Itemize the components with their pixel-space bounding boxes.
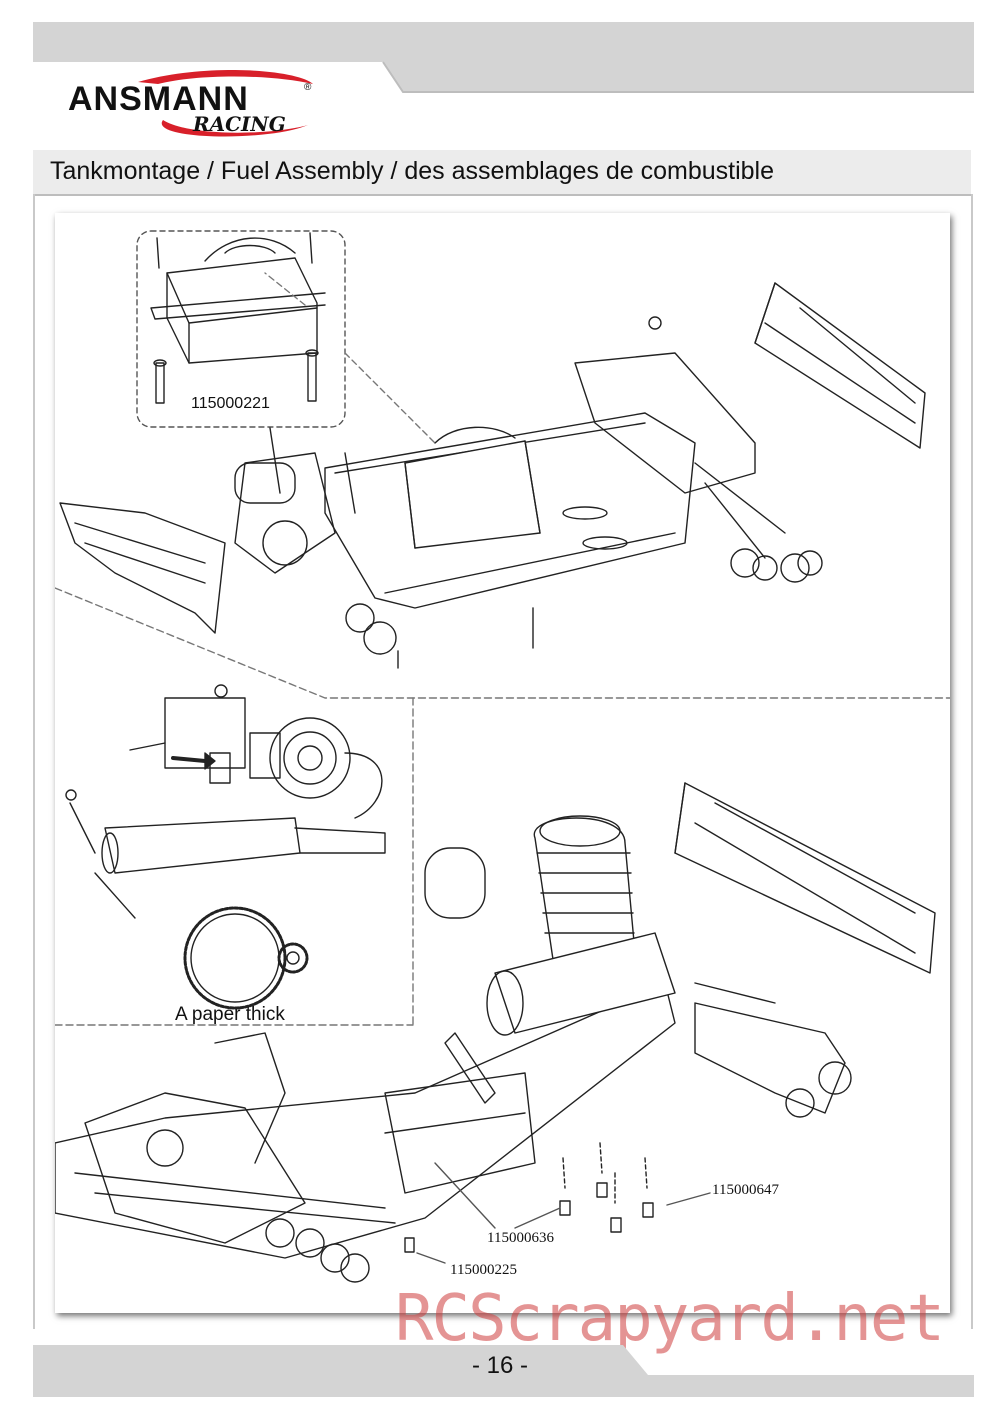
part-number-screw-b: 115000636 — [487, 1230, 554, 1246]
fuel-tank-drawing — [150, 232, 326, 404]
upper-chassis-drawing — [59, 282, 926, 669]
footer-band — [33, 1345, 974, 1397]
header-band — [33, 22, 974, 93]
brand-logo: ANSMANN RACING ® — [68, 70, 318, 150]
brand-name: ANSMANN — [68, 80, 249, 118]
part-number-screw-c: 115000225 — [450, 1262, 517, 1278]
part-number-fuel-tank: 115000221 — [191, 395, 270, 412]
diagram-panel — [55, 213, 950, 1313]
section-title: Tankmontage / Fuel Assembly / des assemb… — [50, 157, 774, 185]
registered-mark: ® — [304, 82, 312, 93]
paper-thick-note: A paper thick — [175, 1004, 285, 1025]
watermark: RCScrapyard.net — [395, 1282, 945, 1356]
assembly-diagram — [55, 230, 950, 1283]
page-number: - 16 - — [471, 1352, 528, 1379]
section-title-bar — [33, 150, 971, 196]
tank-inset-box — [136, 230, 346, 428]
brand-sub: RACING — [193, 112, 286, 136]
page-frame — [33, 194, 973, 1329]
lower-chassis-drawing — [55, 782, 936, 1283]
part-number-screw-a: 115000647 — [712, 1182, 779, 1198]
gear-drawing — [183, 906, 309, 1010]
engine-side-drawing — [65, 684, 386, 919]
